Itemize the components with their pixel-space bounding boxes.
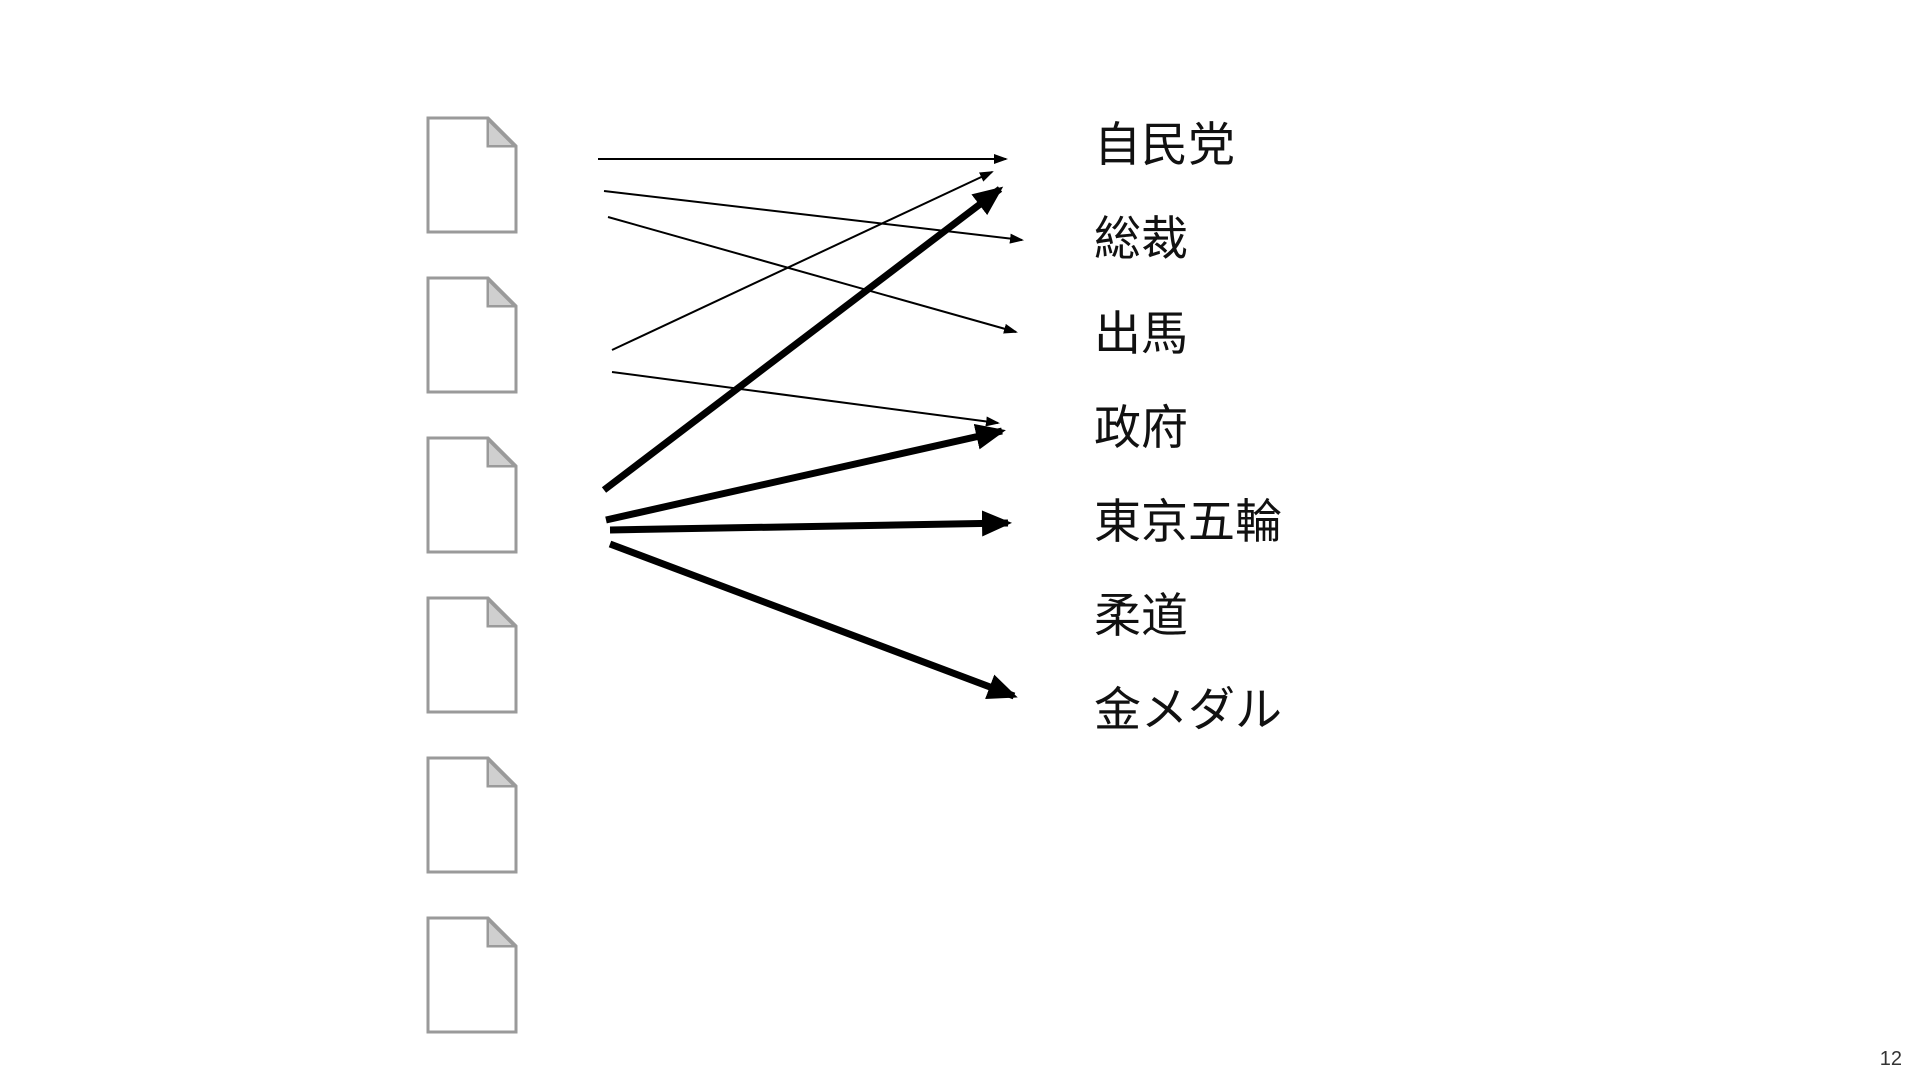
thin-arrow <box>603 190 1024 244</box>
term-label: 柔道 <box>1094 589 1188 644</box>
term-label: 東京五輪 <box>1094 495 1282 550</box>
document-icon <box>426 916 518 1034</box>
term-label: 金メダル <box>1094 683 1282 738</box>
thin-edges <box>598 154 1024 427</box>
document-list <box>426 116 518 1034</box>
slide-page-number: 12 <box>1879 1048 1902 1070</box>
term-label: 自民党 <box>1094 118 1235 173</box>
term-label: 総裁 <box>1094 212 1188 267</box>
thin-arrow <box>611 171 994 351</box>
thick-arrow <box>608 540 1018 700</box>
document-icon <box>426 756 518 874</box>
document-icon <box>426 276 518 394</box>
document-icon <box>426 116 518 234</box>
thin-arrow <box>607 216 1018 334</box>
thick-arrow <box>605 424 1006 524</box>
thick-arrow <box>609 510 1012 537</box>
thin-arrow <box>611 371 1000 427</box>
thick-arrow <box>601 186 1004 493</box>
term-label: 政府 <box>1094 401 1188 456</box>
document-icon <box>426 596 518 714</box>
document-icon <box>426 436 518 554</box>
term-label: 出馬 <box>1094 307 1188 362</box>
thick-edges <box>601 186 1018 700</box>
